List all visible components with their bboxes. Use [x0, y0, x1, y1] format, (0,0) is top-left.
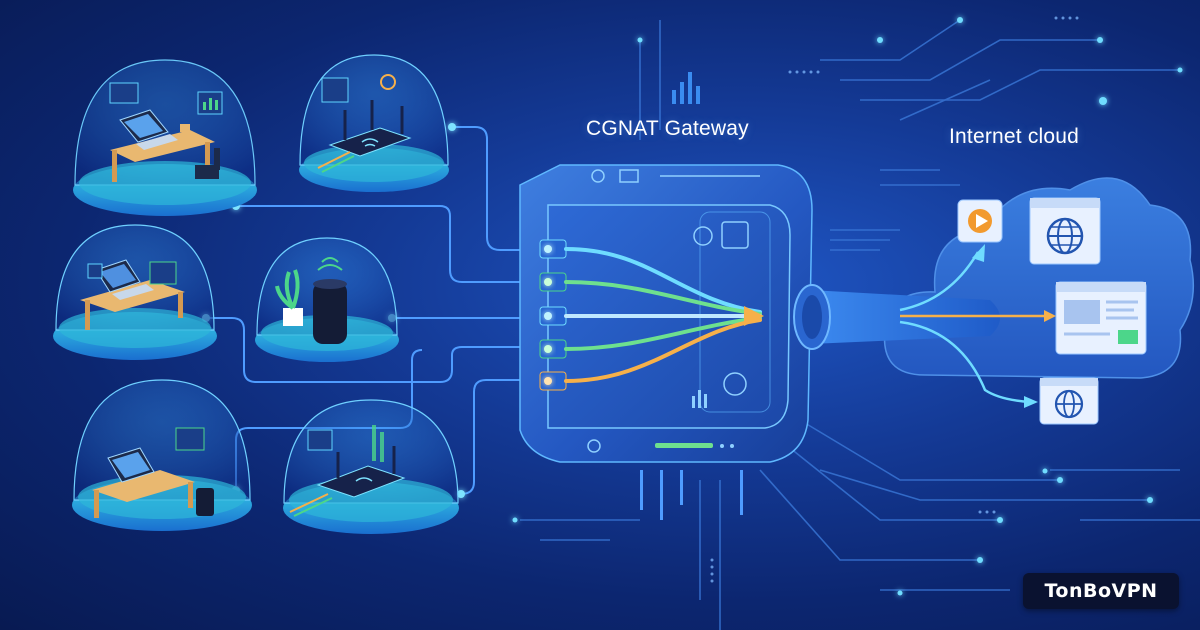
cloud-label: Internet cloud — [949, 125, 1080, 148]
circuit-traces — [520, 19, 1200, 630]
web-service-globe-small — [1039, 377, 1099, 425]
arrow-head-icon — [1044, 310, 1056, 322]
cloud-arrows — [899, 251, 1046, 404]
web-service-globe — [1029, 197, 1101, 265]
circuit-dots — [512, 17, 1183, 596]
arrow-head-icon — [972, 244, 985, 262]
dotted-lines — [710, 16, 1079, 583]
brand-badge: TonBoVPN — [1023, 573, 1179, 609]
home-router-node — [299, 54, 449, 192]
gateway-label: CGNAT Gateway — [586, 117, 749, 140]
stream-arrow-icon — [744, 306, 764, 326]
second-router-node — [283, 399, 459, 534]
bar-chart-icon — [672, 72, 700, 104]
gateway-ports — [539, 239, 567, 391]
workstation-node — [72, 379, 252, 531]
browser-window-icon — [1064, 300, 1100, 324]
cgnat-gateway-device — [519, 164, 813, 520]
website-service — [1055, 281, 1147, 355]
home-office-desk-node — [73, 59, 257, 216]
home-laptop-node — [53, 224, 217, 360]
arrow-head-icon — [1024, 396, 1038, 408]
smart-speaker-node — [255, 237, 399, 362]
traffic-streams — [564, 247, 762, 383]
video-service — [957, 199, 1003, 243]
